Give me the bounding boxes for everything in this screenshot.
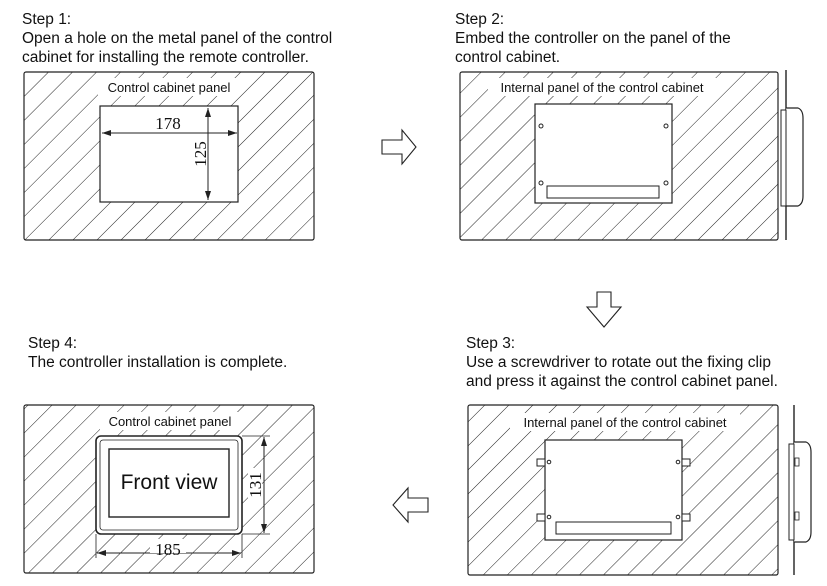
arrow-left-icon xyxy=(392,486,429,524)
step3-connector-strip xyxy=(555,521,672,535)
step3-clip-screw xyxy=(675,459,681,465)
step3-fixing-clip xyxy=(681,513,691,522)
step4-screen xyxy=(108,448,230,518)
step1-width-label: 178 xyxy=(155,114,181,133)
step3-figure: Internal panel of the control cabinet xyxy=(467,404,812,576)
step2-screw-hole xyxy=(538,123,544,129)
step2-panel-label-bg xyxy=(488,78,718,96)
step3-side-bezel xyxy=(788,443,795,541)
step3-fixing-clip xyxy=(681,458,691,467)
step1-width-arrow-left xyxy=(102,130,111,136)
step3-side-controller xyxy=(794,441,812,543)
step4-width-label: 185 xyxy=(155,540,181,559)
step1-panel-label: Control cabinet panel xyxy=(108,80,231,95)
step3-clip-screw xyxy=(546,459,552,465)
step3-fixing-clip xyxy=(536,458,546,467)
step3-caption: Step 3: Use a screwdriver to rotate out … xyxy=(466,334,778,391)
step4-height-label: 131 xyxy=(246,472,265,498)
step2-screw-hole xyxy=(663,180,669,186)
step1-width-arrow-right xyxy=(228,130,237,136)
step3-panel-label: Internal panel of the control cabinet xyxy=(523,415,726,430)
step4-heading: Step 4: xyxy=(28,335,78,352)
step4-screen-label: Front view xyxy=(121,471,219,494)
step4-width-arrow-left xyxy=(97,550,106,556)
step2-connector-strip xyxy=(546,185,660,199)
step4-panel-label-bg xyxy=(100,412,240,430)
step4-width-label-bg xyxy=(150,539,186,553)
step3-clip-screw xyxy=(546,514,552,520)
step2-caption: Step 2: Embed the controller on the pane… xyxy=(455,10,731,67)
step1-height-arrow-bottom xyxy=(205,191,211,200)
step2-side-bezel xyxy=(780,109,787,207)
step3-side-clip xyxy=(794,511,800,521)
step1-height-label: 125 xyxy=(191,141,210,167)
step2-figure: Internal panel of the control cabinet xyxy=(459,70,804,241)
step1-panel-label-bg xyxy=(98,78,240,96)
step1-caption: Step 1: Open a hole on the metal panel o… xyxy=(22,10,332,67)
step4-panel-label: Control cabinet panel xyxy=(109,414,232,429)
step4-caption: Step 4: The controller installation is c… xyxy=(28,334,287,372)
step1-cutout-hole xyxy=(99,105,239,203)
step2-heading: Step 2: xyxy=(455,11,505,28)
step1-description: Open a hole on the metal panel of the co… xyxy=(22,30,333,66)
step3-side-clip xyxy=(794,457,800,467)
step2-screw-hole xyxy=(663,123,669,129)
step2-side-controller xyxy=(786,107,804,207)
step4-height-arrow-top xyxy=(261,437,267,446)
step2-panel-label: Internal panel of the control cabinet xyxy=(500,80,703,95)
step1-figure: Control cabinet panel 178 125 xyxy=(23,71,315,241)
arrow-right-icon xyxy=(381,128,417,166)
step1-heading: Step 1: xyxy=(22,11,72,28)
step3-fixing-clip xyxy=(536,513,546,522)
step4-width-arrow-right xyxy=(232,550,241,556)
step4-description: The controller installation is complete. xyxy=(28,354,288,371)
step4-figure: Control cabinet panel Front view 131 185 xyxy=(23,404,315,574)
step3-panel-label-bg xyxy=(510,413,740,431)
step4-height-arrow-bottom xyxy=(261,524,267,533)
step3-description: Use a screwdriver to rotate out the fixi… xyxy=(466,354,778,390)
step2-screw-hole xyxy=(538,180,544,186)
arrow-down-icon xyxy=(585,291,623,328)
step3-clip-screw xyxy=(675,514,681,520)
step2-description: Embed the controller on the panel of the… xyxy=(455,30,731,66)
step4-height-label-bg xyxy=(248,468,262,502)
step1-height-arrow-top xyxy=(205,108,211,117)
step3-heading: Step 3: xyxy=(466,335,516,352)
